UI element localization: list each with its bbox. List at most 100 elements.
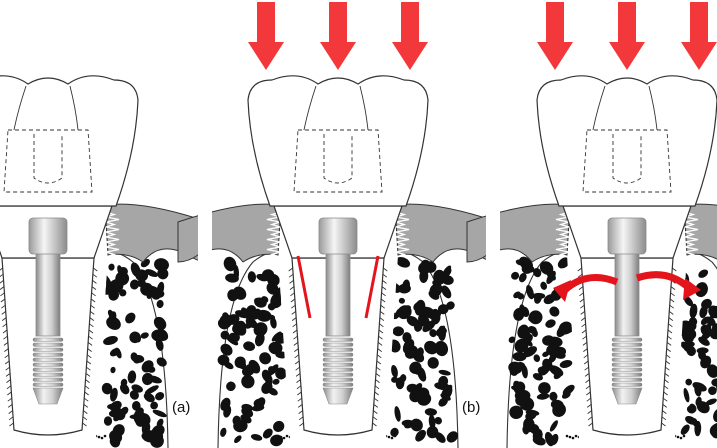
thread-tick xyxy=(580,317,586,321)
bone-particle xyxy=(64,436,68,440)
bone-particle xyxy=(268,314,276,321)
implant-threads xyxy=(0,267,98,427)
bone-particle xyxy=(244,321,254,329)
bone-particle xyxy=(559,359,573,369)
thread-tick xyxy=(585,385,591,390)
bone-particle xyxy=(537,366,545,374)
bone-particle xyxy=(631,435,635,439)
bone-particle xyxy=(97,435,101,439)
thread-tick xyxy=(663,385,669,390)
bone-particle xyxy=(706,364,717,378)
bone-particle xyxy=(513,381,526,395)
bone-particle xyxy=(324,435,328,439)
bone-particle xyxy=(391,376,399,383)
bone-particle xyxy=(73,436,77,440)
thread-tick xyxy=(669,304,674,309)
bone-particle xyxy=(348,434,352,438)
thread-tick xyxy=(6,385,12,390)
bone-particle xyxy=(708,305,717,319)
bone-particle xyxy=(101,382,113,395)
bone-particle xyxy=(427,357,439,369)
thread-tick xyxy=(577,273,583,278)
bone-particle xyxy=(237,359,247,370)
screw-thread-ring xyxy=(32,337,64,342)
screw-shaft xyxy=(614,251,640,337)
bone-particle xyxy=(297,435,301,439)
bone-particle xyxy=(398,297,405,304)
screw-thread-ring xyxy=(322,382,354,387)
bone-particle xyxy=(125,312,136,324)
bone-particle xyxy=(22,434,26,438)
rotation-arrowhead-right xyxy=(683,278,701,300)
bone-particle xyxy=(560,327,574,335)
bone-particle xyxy=(438,369,451,376)
screw-tip xyxy=(32,387,64,405)
bone-particle xyxy=(417,392,432,406)
bone-particle xyxy=(689,303,698,319)
bone-particle xyxy=(708,386,717,396)
screw-thread-ring xyxy=(322,367,354,372)
load-arrow xyxy=(609,2,645,70)
gingiva-left xyxy=(177,203,282,263)
bone-particle xyxy=(713,408,717,423)
thread-tick xyxy=(85,373,91,377)
thread-tick xyxy=(296,379,301,383)
bone-particle xyxy=(220,343,233,356)
thread-tick xyxy=(376,354,382,359)
thread-tick xyxy=(291,317,297,321)
bone-particle xyxy=(646,434,650,438)
bone-particle xyxy=(234,435,242,444)
bone-particle xyxy=(673,434,677,438)
bone-particle xyxy=(268,341,283,355)
bone-particle xyxy=(414,299,426,316)
thread-tick xyxy=(1,317,7,321)
thread-tick xyxy=(383,267,388,272)
thread-tick xyxy=(91,286,97,290)
bone-particle xyxy=(640,435,644,439)
thread-tick xyxy=(583,360,589,365)
bone-particle xyxy=(150,434,164,448)
screw-thread-ring xyxy=(32,367,64,372)
screw-thread-ring xyxy=(32,347,64,352)
crown-groove-right xyxy=(69,85,79,131)
thread-tick xyxy=(380,311,385,315)
bone-particle xyxy=(272,378,280,385)
thread-tick xyxy=(298,416,304,421)
thread-tick xyxy=(293,342,299,346)
bone-particle xyxy=(13,434,17,438)
thread-tick xyxy=(90,298,96,303)
thread-tick xyxy=(663,391,668,396)
bone-particle xyxy=(129,331,141,344)
bone-particle xyxy=(518,272,527,283)
bone-particle xyxy=(282,436,286,440)
thread-tick xyxy=(288,267,293,272)
gingiva-edge-right xyxy=(394,211,410,258)
screw-thread-ring xyxy=(611,377,643,382)
bone-particle xyxy=(52,435,56,439)
thread-tick xyxy=(86,360,92,365)
bone-particle xyxy=(688,321,697,331)
bone-particle xyxy=(288,435,292,439)
bone-particle xyxy=(592,434,596,438)
screw-thread-ring xyxy=(32,352,64,357)
thread-tick xyxy=(672,267,677,272)
bone-particle xyxy=(664,434,668,438)
bone-particle xyxy=(219,314,233,329)
bone-particle xyxy=(225,334,239,346)
bone-particle xyxy=(429,329,437,338)
bone-particle xyxy=(259,352,272,365)
bone-particle xyxy=(85,434,89,438)
bone-particle xyxy=(250,434,263,441)
thread-tick xyxy=(86,354,92,359)
bone-particle xyxy=(342,435,346,439)
bone-particle xyxy=(110,366,116,374)
bone-particle xyxy=(233,419,248,433)
thread-tick xyxy=(669,311,674,315)
bone-particle xyxy=(670,436,674,440)
bone-particle xyxy=(434,416,442,425)
bone-particle xyxy=(538,382,551,395)
thread-tick xyxy=(379,323,384,328)
bone-particle xyxy=(522,333,533,344)
thread-tick xyxy=(0,280,4,284)
thread-tick xyxy=(581,323,586,328)
